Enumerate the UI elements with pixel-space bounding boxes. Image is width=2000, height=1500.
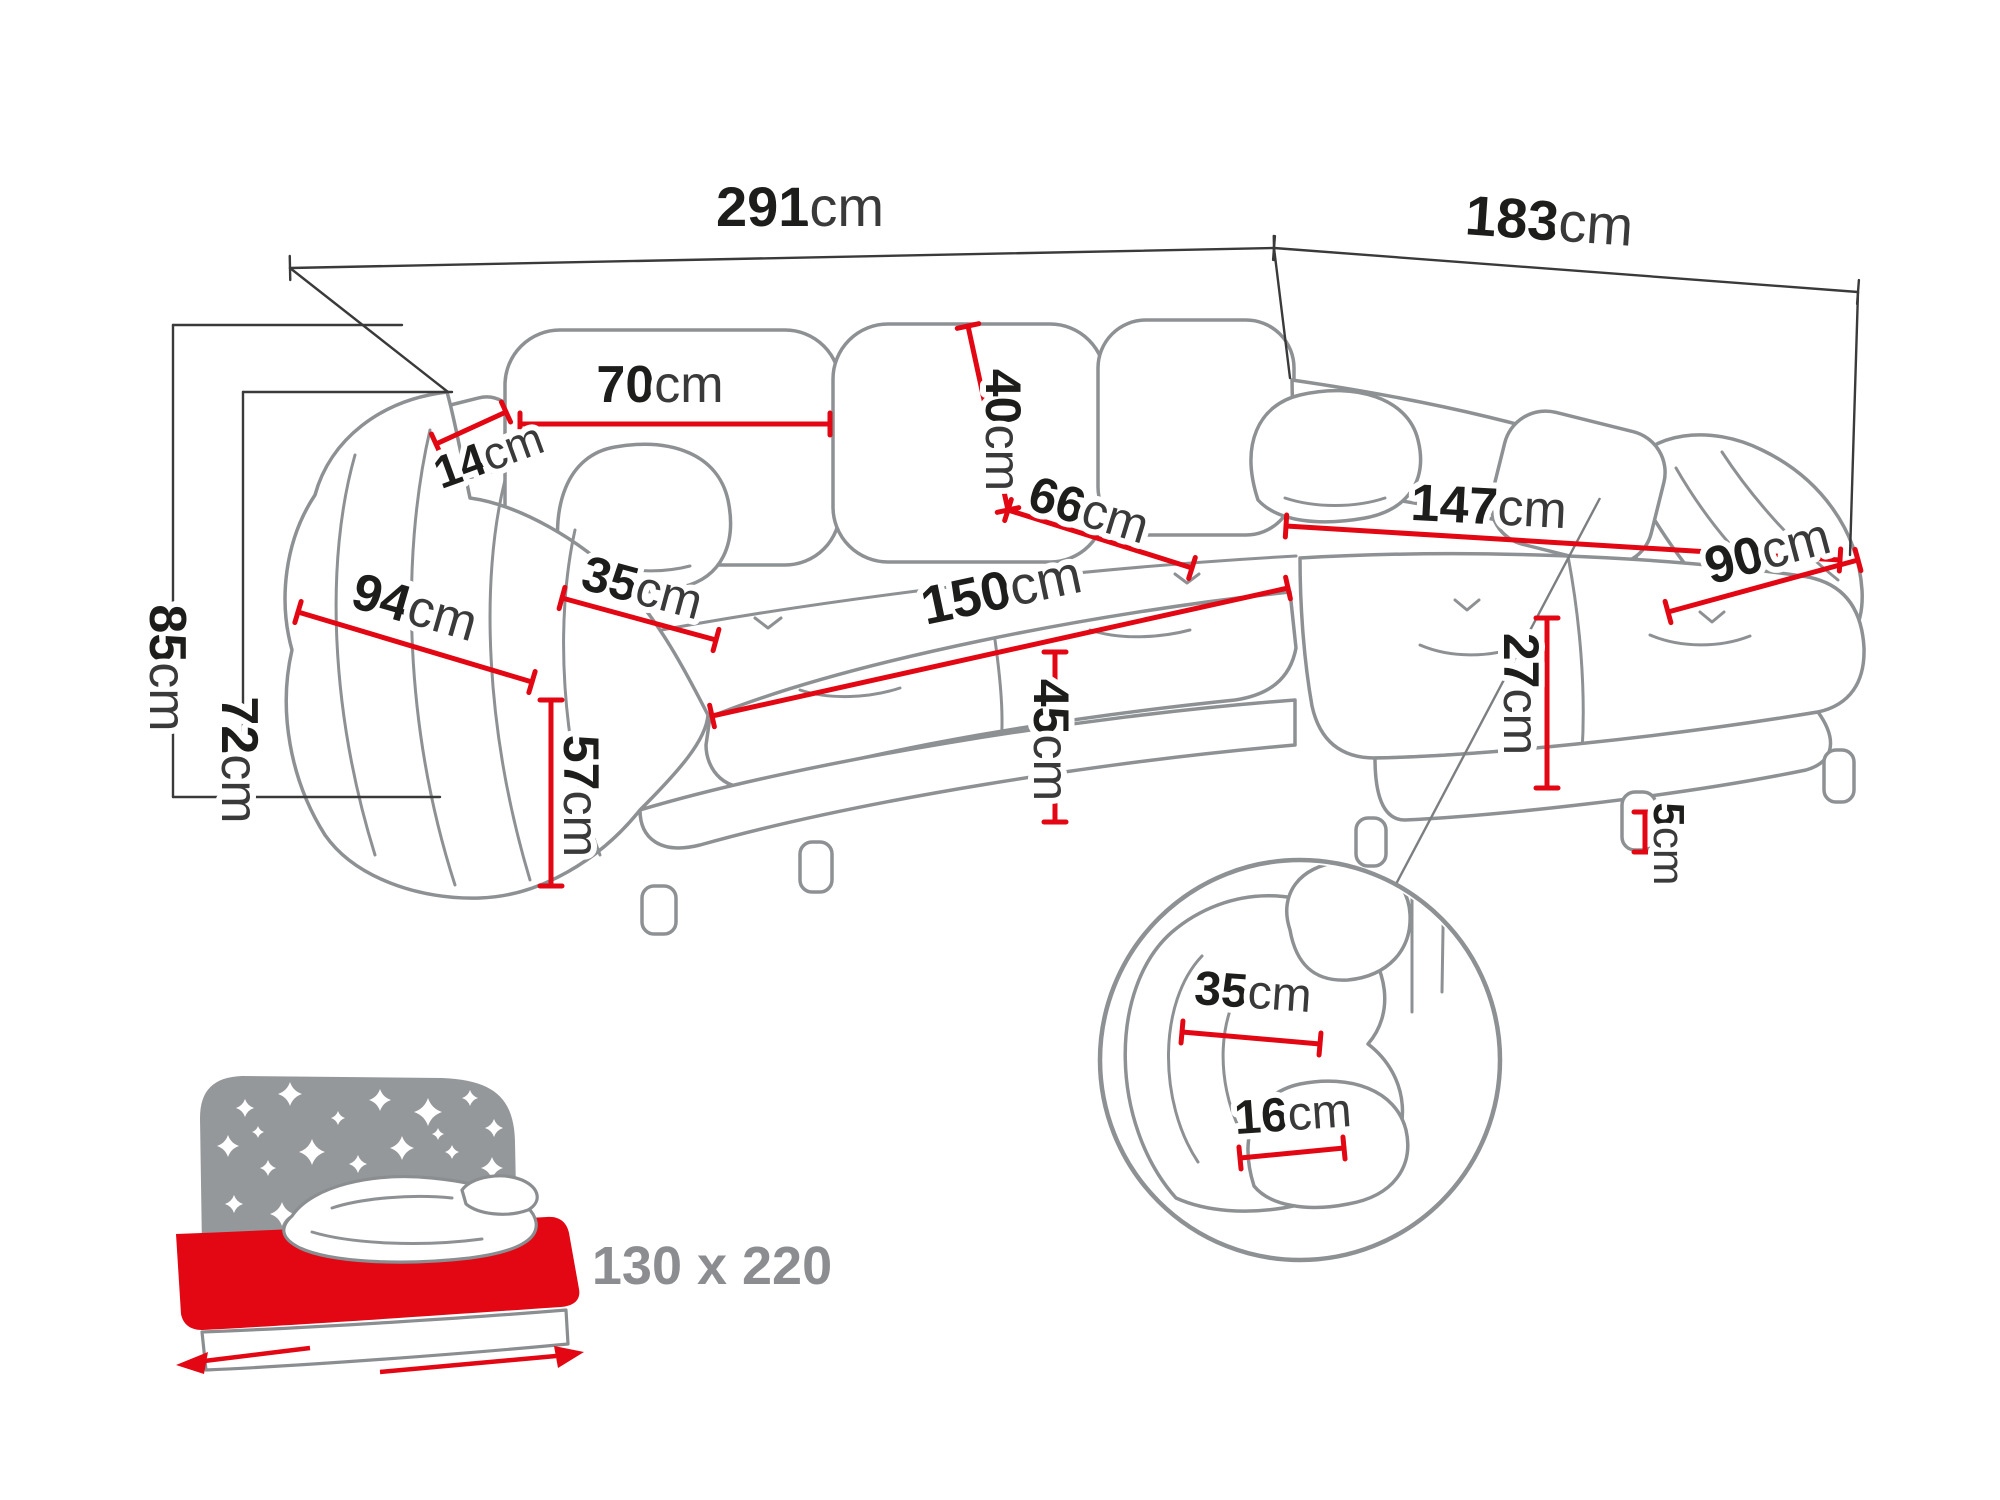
chaise-pillow [1249, 388, 1423, 524]
dim-total-width: 291cm [716, 175, 884, 238]
dim-chaise-length: 147cm [1409, 474, 1568, 540]
construction-lines [171, 234, 1861, 799]
chaise-front-face [1373, 710, 1833, 822]
detail-front-cushion [1246, 1079, 1410, 1210]
sofa-drawing [283, 318, 1866, 936]
dim-back-cushion-width: 70cm [596, 356, 723, 414]
sofa-leg [1354, 816, 1388, 868]
detail-leader-line [1393, 497, 1602, 887]
sofa-leg [1822, 748, 1856, 804]
bed-dimension-arrows [176, 1345, 584, 1375]
sofa-leg [798, 840, 834, 894]
left-throw-pillow [555, 442, 733, 595]
sofa-base [638, 698, 1297, 850]
dim-back-cushion-height: 40cm [975, 369, 1031, 491]
dim-chaise-seat-height: 27cm [1493, 633, 1549, 755]
dim-backrest-height: 72cm [210, 696, 268, 823]
detail-top-pillow [1284, 864, 1412, 982]
seat-surface-line [583, 554, 1298, 647]
bed-base [200, 1308, 570, 1372]
dim-leg-height: 5cm [1644, 802, 1693, 885]
sofa-leg [640, 884, 678, 936]
dim-total-height: 85cm [138, 604, 196, 731]
dim-seat-height: 45cm [1023, 679, 1079, 801]
detail-circle [1097, 857, 1503, 1263]
dim-detail-cushion-width: 35cm [1193, 962, 1314, 1023]
dim-detail-cushion-depth: 16cm [1233, 1084, 1354, 1145]
dim-armrest-height: 57cm [553, 735, 609, 857]
left-armrest [283, 390, 710, 900]
dimension-lines [292, 321, 1864, 1172]
bed-icon [176, 1076, 584, 1375]
dim-total-depth: 183cm [1463, 183, 1635, 258]
bed-size-label: 130 x 220 [592, 1236, 832, 1296]
chaise-back-cushion [1489, 409, 1667, 567]
bed-pillow [460, 1174, 539, 1216]
